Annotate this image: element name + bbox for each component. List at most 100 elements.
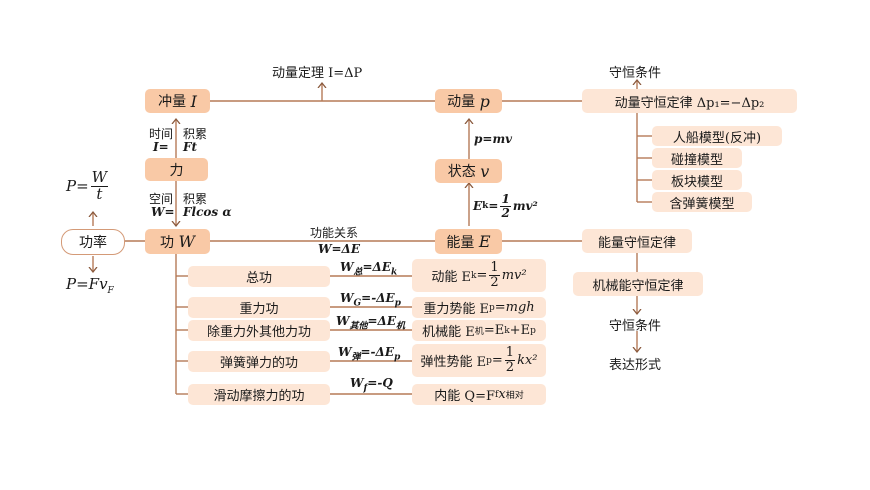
mech-a: 机械能 E <box>422 325 475 340</box>
rel-main: W <box>336 314 350 328</box>
work-item-other[interactable]: 除重力外其他力功 <box>188 320 330 341</box>
epe-sub: p <box>486 355 492 366</box>
conservation-conditions-top: 守恒条件 <box>609 66 662 81</box>
rel-sub2: k <box>391 267 398 278</box>
gpe-tail: =mgh <box>494 300 535 315</box>
internal-tail: x <box>498 387 506 402</box>
kinetic-eq: = <box>476 268 488 283</box>
internal-sub: f <box>495 389 499 400</box>
rel-main: W <box>350 376 364 390</box>
mech-conservation-node[interactable]: 机械能守恒定律 <box>573 272 703 296</box>
rel-main: W <box>340 260 354 274</box>
time-accum-label: 时间 <box>149 127 174 141</box>
relation-friction: Wf=-Q <box>350 376 393 393</box>
epe-tail: kx² <box>517 353 538 368</box>
force-node[interactable]: 力 <box>145 158 208 181</box>
rel-sub: 其他 <box>349 321 368 332</box>
power-node[interactable]: 功率 <box>61 229 125 255</box>
kinetic-tail: mv² <box>501 268 527 283</box>
model-item[interactable]: 碰撞模型 <box>652 148 742 168</box>
conservation-conditions-bottom: 守恒条件 <box>609 319 662 334</box>
impulse-node[interactable]: 冲量 I <box>145 89 210 113</box>
rel-mid: =-ΔE <box>361 291 395 305</box>
func-relation-label: 功能关系 <box>310 226 359 240</box>
work-item-total[interactable]: 总功 <box>188 266 330 287</box>
power-p-eq: P= <box>66 177 89 196</box>
energy-symbol: E <box>478 232 491 251</box>
mech-tail2: +E <box>509 323 531 338</box>
rel-sub: G <box>353 298 362 309</box>
relation-other: W其他=ΔE机 <box>336 314 405 331</box>
rel-mid: =ΔE <box>367 314 397 328</box>
relation-spring: W弹=-ΔEp <box>338 345 400 362</box>
mech-tail: =E <box>483 323 505 338</box>
epe-eq: = <box>491 353 503 368</box>
kinetic-den: 2 <box>490 275 499 290</box>
work-eq: W= <box>151 205 175 219</box>
space-accum-label: 空间 <box>149 192 174 206</box>
epe-a: 弹性势能 E <box>420 355 487 370</box>
rel-sub2: 机 <box>396 321 406 332</box>
gpe-a: 重力势能 E <box>423 302 489 317</box>
work-node[interactable]: 功 W <box>145 229 210 254</box>
work-item-gravity[interactable]: 重力功 <box>188 297 330 318</box>
state-node[interactable]: 状态 v <box>435 159 502 183</box>
rel-sub2: p <box>394 352 401 363</box>
mech-sub3: p <box>530 325 536 336</box>
kinetic-sub: k <box>471 270 477 281</box>
epe-den: 2 <box>505 360 515 375</box>
ek-tail: mv² <box>512 199 538 214</box>
energy-label: 能量 <box>446 234 475 251</box>
rel-sub: 弹 <box>351 352 361 363</box>
kinetic-num: 1 <box>489 260 500 276</box>
model-item[interactable]: 含弹簧模型 <box>652 192 752 212</box>
ek-num: 1 <box>500 192 511 207</box>
momentum-label: 动量 <box>447 94 476 110</box>
ek-den: 2 <box>501 205 510 220</box>
work-symbol: W <box>178 232 195 251</box>
rel-sub: 总 <box>353 267 363 278</box>
momentum-node[interactable]: 动量 p <box>435 89 502 113</box>
power-t: t <box>96 184 103 203</box>
model-item[interactable]: 人船模型(反冲) <box>652 126 782 146</box>
work-item-spring[interactable]: 弹簧弹力的功 <box>188 351 330 372</box>
relation-gravity: WG=-ΔEp <box>340 291 401 308</box>
rel-sub: f <box>363 383 368 394</box>
rel-sub2: p <box>394 298 401 309</box>
space-accum-label-2: 积累 <box>183 192 208 206</box>
energy-conservation-node[interactable]: 能量守恒定律 <box>582 229 692 253</box>
work-flcos: Flcos α <box>183 205 232 219</box>
ek-e: E <box>473 199 483 214</box>
gpe-sub: p <box>488 302 495 313</box>
state-symbol: v <box>480 161 490 181</box>
p-mv-label: p=mv <box>474 132 513 146</box>
rel-mid: =-Q <box>367 376 393 390</box>
mech-sub2: k <box>504 325 510 336</box>
work-label: 功 <box>160 234 175 251</box>
rel-main: W <box>340 291 354 305</box>
expression-form: 表达形式 <box>609 358 662 373</box>
impulse-ft: Ft <box>183 140 198 154</box>
internal-sub2: 相对 <box>505 391 524 401</box>
momentum-theorem-label: 动量定理 I=ΔP <box>272 66 363 81</box>
impulse-label: 冲量 <box>158 94 187 110</box>
rel-mid: =-ΔE <box>360 345 395 359</box>
kinetic-a: 动能 E <box>431 270 472 285</box>
model-item[interactable]: 板块模型 <box>652 170 742 190</box>
energy-node[interactable]: 能量 E <box>435 229 502 254</box>
work-item-friction[interactable]: 滑动摩擦力的功 <box>188 384 330 405</box>
time-accum-label-2: 积累 <box>183 127 208 141</box>
power-w: W <box>90 168 109 187</box>
momentum-conservation-node[interactable]: 动量守恒定律 Δp₁=−Δp₂ <box>582 89 797 113</box>
